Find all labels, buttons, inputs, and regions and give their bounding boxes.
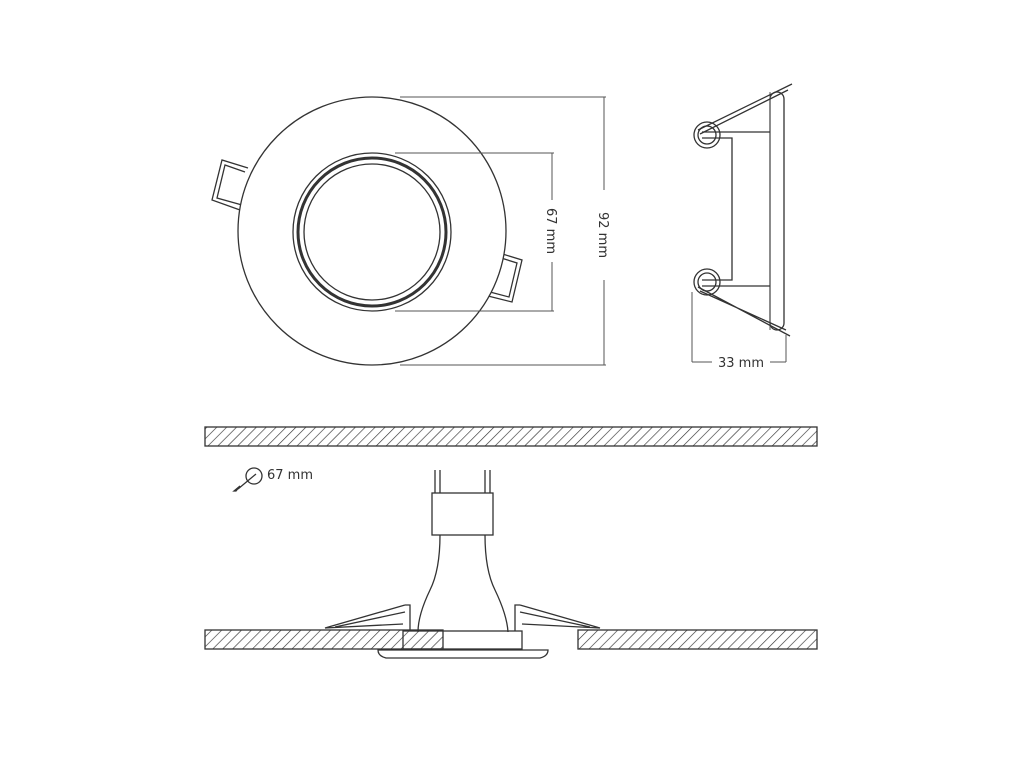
depth-label: 33 mm — [718, 356, 764, 371]
hole-saw-icon — [232, 467, 263, 492]
lens — [303, 163, 441, 301]
ceiling-left — [204, 629, 444, 650]
inner-diameter-label: 67 mm — [543, 208, 558, 254]
right-spring-clip — [487, 251, 523, 303]
dimension-92mm: 92 mm — [400, 96, 610, 366]
inner-ring — [296, 156, 448, 308]
cutout-label: 67 mm — [267, 468, 313, 483]
lamp — [417, 470, 509, 633]
ceiling-right — [577, 629, 818, 650]
top-view — [211, 96, 523, 366]
left-spring-clip — [211, 159, 249, 211]
outer-diameter-label: 92 mm — [595, 212, 610, 258]
side-view: 33 mm — [691, 83, 793, 371]
outer-trim-ring — [237, 96, 507, 366]
installation-view: 67 mm — [204, 426, 818, 659]
inner-ring-outer — [292, 152, 452, 312]
dimension-67mm: 67 mm — [395, 152, 558, 312]
ceiling-top — [204, 426, 818, 447]
